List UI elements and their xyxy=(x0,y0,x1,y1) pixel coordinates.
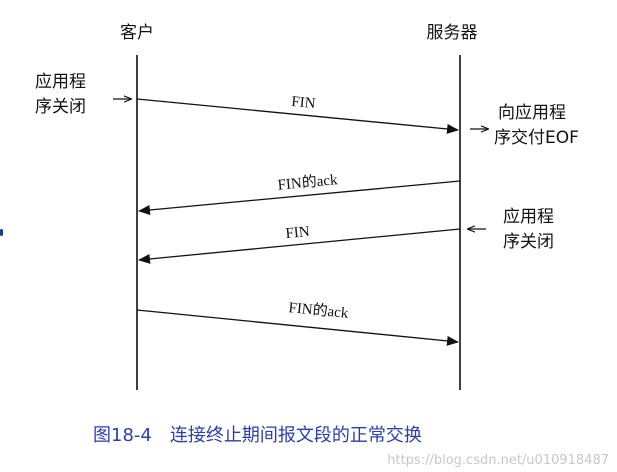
message-label-4: FIN的ack xyxy=(288,299,350,322)
message-arrow-2 xyxy=(138,180,461,215)
client-label: 客户 xyxy=(120,23,154,43)
message-label-1: FIN xyxy=(291,94,317,112)
margin-dot xyxy=(0,229,3,236)
figure-title: 连接终止期间报文段的正常交换 xyxy=(169,425,422,446)
message-label-3: FIN xyxy=(285,224,311,242)
figure-caption: 图18-4 连接终止期间报文段的正常交换 xyxy=(93,421,422,447)
server-eof-note-line2: 序交付EOF xyxy=(494,128,579,148)
message-arrow-1 xyxy=(136,98,459,134)
message-arrow-4 xyxy=(136,309,459,346)
server-close-note-line1: 应用程 xyxy=(503,207,554,227)
watermark: https://blog.csdn.net/u010918487 xyxy=(387,453,609,468)
client-close-note-line2: 序关闭 xyxy=(35,97,86,117)
server-eof-note-line1: 向应用程 xyxy=(498,103,566,123)
server-label: 服务器 xyxy=(427,23,478,43)
message-arrow-3 xyxy=(138,228,461,264)
client-close-note-line1: 应用程 xyxy=(35,72,86,92)
figure-number: 图18-4 xyxy=(93,425,152,446)
server-close-note-line2: 序关闭 xyxy=(503,232,554,252)
message-label-2: FIN的ack xyxy=(277,171,339,194)
